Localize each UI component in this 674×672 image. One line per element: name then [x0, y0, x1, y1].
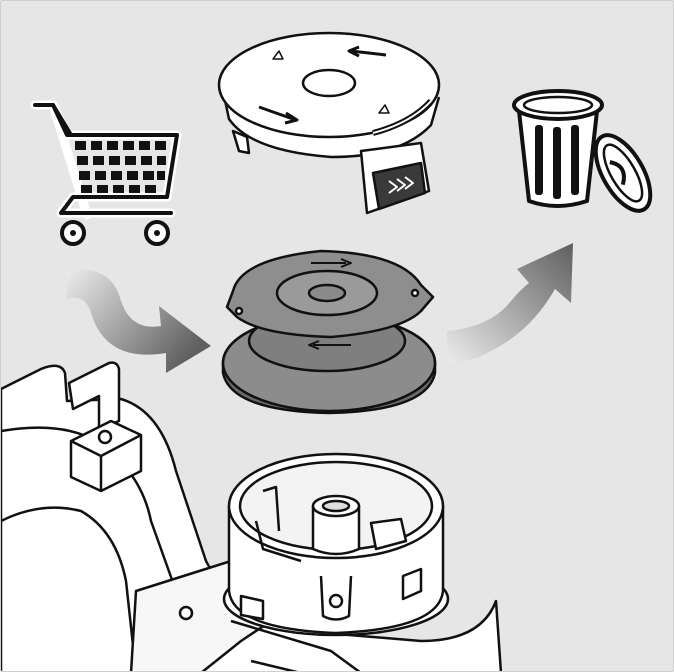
shopping-cart-icon [30, 100, 182, 246]
arrow-to-bin [447, 243, 573, 363]
arrow-to-spool [67, 269, 211, 373]
spool-housing [222, 452, 450, 637]
spool-cover-cap [217, 31, 441, 215]
replacement-spool [221, 249, 437, 415]
trash-bin-icon [512, 89, 653, 213]
